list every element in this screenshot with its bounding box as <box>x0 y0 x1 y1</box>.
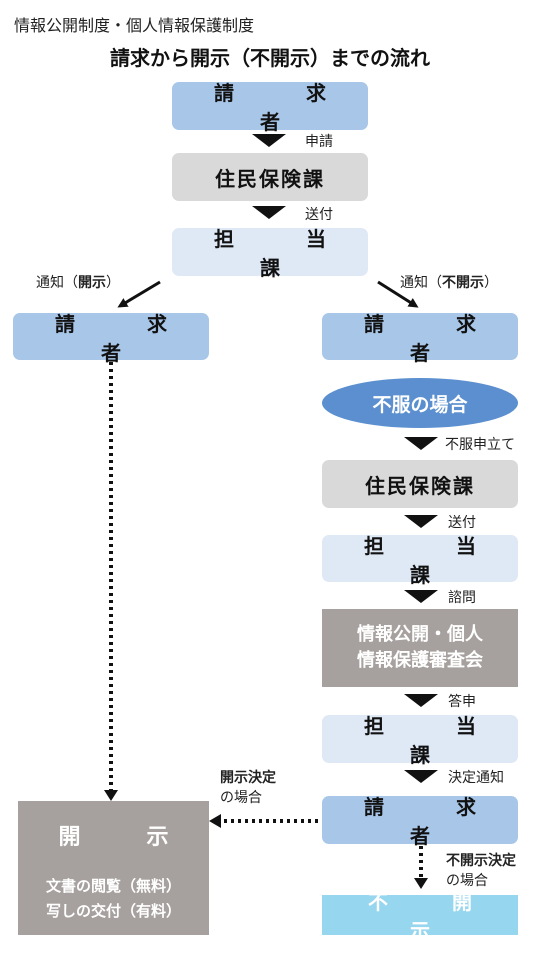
notice-suffix: ） <box>484 275 498 291</box>
nondisclosure-box: 不 開 示 <box>322 890 518 943</box>
nondisclose-note-bold: 不開示決定 <box>446 853 516 869</box>
notice-disclose-label: 通知（開示） <box>36 272 120 292</box>
arrow-apply-icon <box>252 134 286 147</box>
dotted-arrowhead-left <box>209 814 221 828</box>
arrow-send2-icon <box>404 515 438 528</box>
edge-label-send2: 送付 <box>448 515 476 531</box>
requester-top-box: 請 求 者 <box>172 81 372 134</box>
dotted-arrowhead-down <box>104 790 118 801</box>
edge-label-decision: 決定通知 <box>448 770 504 786</box>
arrow-send-icon <box>252 206 286 219</box>
edge-label-apply: 申請 <box>305 134 333 150</box>
notice-prefix: 通知（ <box>36 275 78 291</box>
nondisclose-note-rest: の場合 <box>446 873 488 889</box>
requester-final-box: 請 求 者 <box>322 795 522 848</box>
nondisclose-decision-note: 不開示決定 の場合 <box>446 851 516 891</box>
dotted-arrowhead-nondisclosure <box>414 878 428 889</box>
disclosure-line-2: 写しの交付（有料） <box>45 902 181 920</box>
notice-prefix: 通知（ <box>400 275 442 291</box>
dissatisfied-label: 不服の場合 <box>372 393 468 416</box>
notice-bold: 開示 <box>78 275 106 291</box>
notice-suffix: ） <box>106 275 120 291</box>
tanto-right-box-1: 担 当 課 <box>322 534 522 587</box>
council-line-2: 情報保護審査会 <box>357 650 483 671</box>
jumin-hoken-top-box: 住民保険課 <box>172 153 368 201</box>
nondisclosure-label: 不 開 示 <box>368 890 536 943</box>
edge-label-objection: 不服申立て <box>445 437 515 453</box>
review-council-box: 情報公開・個人 情報保護審査会 <box>322 609 518 687</box>
dissatisfied-ellipse: 不服の場合 <box>322 378 518 428</box>
arrow-objection-icon <box>404 437 438 450</box>
disclose-note-bold: 開示決定 <box>220 770 276 786</box>
arrow-inquiry-icon <box>404 590 438 603</box>
edge-label-report: 答申 <box>448 694 476 710</box>
tanto-top-box: 担 当 課 <box>172 227 372 280</box>
arrow-to-right-requester <box>377 280 419 308</box>
arrow-report-icon <box>404 694 438 707</box>
edge-label-inquiry: 諮問 <box>448 590 476 606</box>
disclosure-line-1: 文書の閲覧（無料） <box>45 877 181 895</box>
jumin-hoken-right-box: 住民保険課 <box>322 460 518 508</box>
notice-nondisclose-label: 通知（不開示） <box>400 272 498 292</box>
page-title: 請求から開示（不開示）までの流れ <box>110 46 430 70</box>
edge-label-send: 送付 <box>305 207 333 223</box>
requester-right-box: 請 求 者 <box>322 312 522 365</box>
disclosure-box: 開 示 文書の閲覧（無料） 写しの交付（有料） <box>18 801 209 935</box>
disclose-decision-note: 開示決定 の場合 <box>220 768 276 808</box>
disclosure-title: 開 示 <box>58 825 191 850</box>
disclose-note-rest: の場合 <box>220 790 262 806</box>
arrow-to-left-requester <box>117 280 161 308</box>
header-subtitle: 情報公開制度・個人情報保護制度 <box>14 16 255 35</box>
tanto-right-box-2: 担 当 課 <box>322 714 522 767</box>
arrow-decision-icon <box>404 770 438 783</box>
notice-bold: 不開示 <box>442 275 484 291</box>
council-line-1: 情報公開・個人 <box>357 624 483 645</box>
requester-left-box: 請 求 者 <box>13 312 213 365</box>
